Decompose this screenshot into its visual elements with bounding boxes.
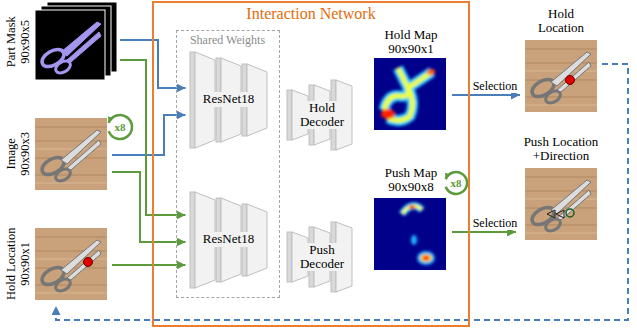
node-label: Push Map 90x90x8 (374, 166, 448, 195)
node-label: Hold Location (530, 7, 592, 36)
hold-heatmap (374, 58, 446, 130)
node-label: ResNet18 (201, 92, 256, 106)
node-label: Interaction Network (246, 5, 375, 23)
connector-arrow (452, 94, 520, 96)
photo-ground (525, 40, 597, 112)
node-label: Shared Weights (190, 34, 265, 47)
input-image-stack: Part Mask 90x90x5 (2, 2, 120, 82)
repeat-count: x8 (451, 177, 462, 189)
node-label: Push Decoder (295, 243, 349, 272)
encoder-block: ResNet18 (186, 192, 272, 288)
repeat-arrow (109, 115, 132, 139)
decoder-layers (287, 80, 352, 150)
network-frame: ResNet18ResNet18Shared WeightsHold Decod… (152, 1, 470, 327)
scissors (529, 180, 591, 233)
node-label: Part Mask 90x90x5 (5, 5, 33, 79)
edge-label: Selection (472, 217, 519, 230)
hold-dot (566, 76, 575, 85)
input-image: Hold Location 90x90x1 (2, 222, 112, 306)
connector-arrow (112, 115, 186, 155)
output-image: Push Location +Direction (516, 134, 606, 246)
decoder-block: Push Decoder (284, 222, 360, 292)
push-heatmap (374, 198, 446, 270)
push-point (566, 209, 574, 217)
photo-ground (35, 228, 107, 300)
hold-dot (84, 258, 93, 267)
photo-ground (525, 168, 597, 240)
edge-label: Selection (472, 80, 519, 93)
output-image: Hold Location (520, 6, 602, 116)
connector-arrow (112, 264, 186, 266)
repeat-arrow (446, 172, 467, 194)
heat-map: Hold Map 90x90x1 (370, 28, 452, 132)
repeat-count: x8 (115, 121, 126, 133)
connector-arrow (56, 64, 628, 320)
scissors-photo (35, 228, 107, 300)
decoder-block: Hold Decoder (284, 80, 360, 150)
node-label: Hold Location 90x90x1 (5, 222, 33, 306)
node-label: Image 90x90x3 (5, 116, 33, 192)
node-label: Push Location +Direction (519, 135, 603, 164)
node-label: Hold Map 90x90x1 (374, 28, 448, 57)
scissors-photo (525, 168, 597, 240)
photo-ground (35, 118, 107, 190)
encoder-layers (190, 52, 267, 148)
scissors-photo (525, 40, 597, 112)
direction-arrow (556, 210, 564, 218)
mask-stack (35, 2, 117, 80)
shared-weights-group: ResNet18ResNet18Shared Weights (176, 30, 280, 298)
encoder-layers (190, 192, 267, 288)
connector-arrow (112, 172, 186, 242)
connector-arrow (452, 231, 516, 233)
input-image: Image 90x90x3 (2, 112, 112, 196)
mask-silhouette (39, 22, 101, 75)
encoder-block: ResNet18 (186, 52, 272, 148)
direction-arrow (547, 210, 555, 218)
decoder-layers (287, 222, 352, 292)
scissors (39, 130, 101, 183)
scissors-photo (35, 118, 107, 190)
node-label: Hold Decoder (295, 101, 349, 130)
heat-map: Push Map 90x90x8 (370, 166, 452, 272)
mask-layer (35, 10, 105, 80)
scissors (529, 52, 591, 105)
scissors (39, 240, 101, 293)
node-label: ResNet18 (201, 232, 256, 246)
